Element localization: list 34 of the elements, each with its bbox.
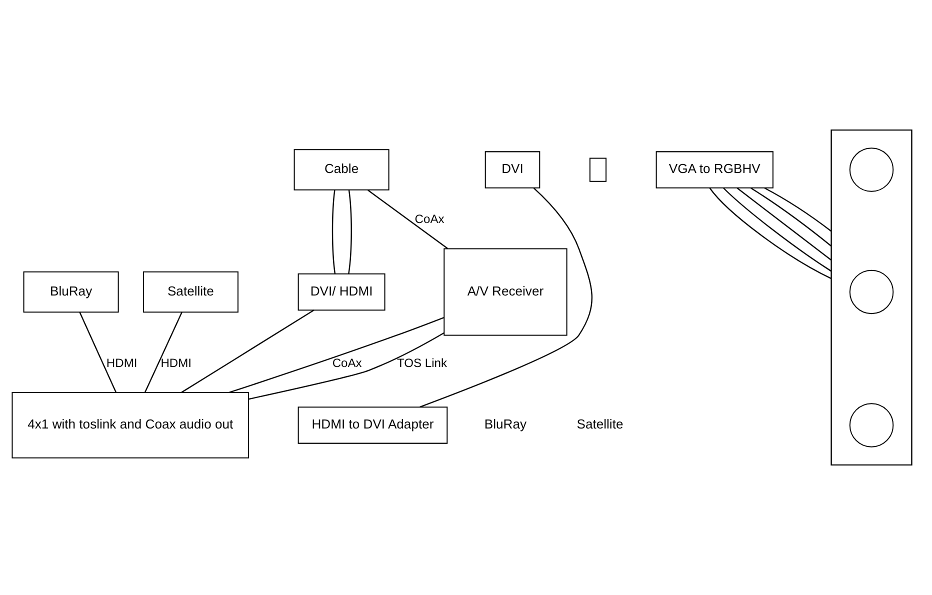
node-box: VGA to RGBHV	[656, 151, 774, 188]
edge-label: HDMI	[106, 356, 138, 370]
node-circle	[849, 403, 894, 448]
edge-label: HDMI	[160, 356, 192, 370]
connector	[248, 332, 444, 400]
connector	[723, 188, 832, 272]
node-box: A/V Receiver	[444, 248, 568, 336]
connector	[228, 316, 444, 394]
connector	[368, 190, 448, 250]
node-box: Cable	[294, 149, 390, 190]
node-box: BluRay	[23, 271, 119, 313]
node-box: HDMI to DVI Adapter	[298, 406, 448, 444]
edge-label: CoAx	[414, 212, 444, 226]
label: BluRay	[484, 416, 527, 432]
node-box: DVI	[484, 151, 540, 188]
connector	[181, 310, 314, 393]
node-circle	[849, 148, 894, 192]
edge-label: CoAx	[332, 356, 362, 370]
connector	[750, 188, 832, 247]
connector	[764, 187, 832, 232]
node-box: DVI/ HDMI	[298, 273, 386, 311]
connector	[79, 312, 116, 393]
connector	[348, 190, 352, 274]
connector	[709, 188, 832, 280]
connector	[332, 190, 336, 274]
node-box: 4x1 with toslink and Coax audio out	[12, 392, 250, 458]
connector	[420, 188, 592, 408]
node-box	[589, 158, 607, 182]
node-circle	[849, 270, 894, 314]
edge-label: TOS Link	[397, 356, 448, 370]
connector	[144, 312, 182, 393]
node-box: Satellite	[142, 271, 238, 313]
label: Satellite	[576, 416, 624, 432]
connector	[736, 188, 832, 261]
